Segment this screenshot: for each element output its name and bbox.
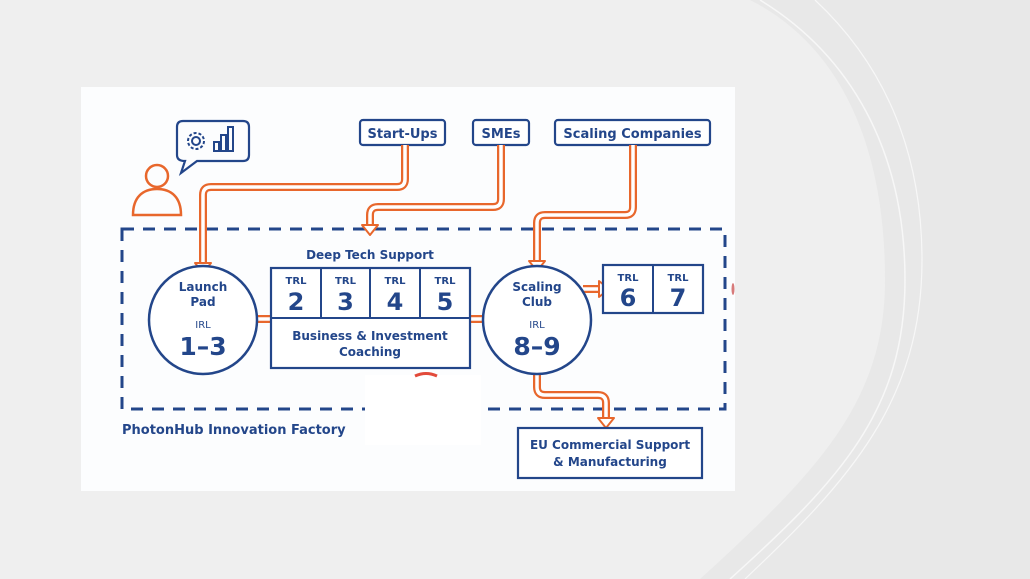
source-smes: SMEs — [471, 118, 531, 147]
scaling-club-node: Scaling Club IRL 8–9 — [481, 264, 593, 376]
trl-value: 2 — [288, 288, 305, 316]
eu-support-box: EU Commercial Support & Manufacturing — [516, 426, 704, 480]
launch-pad-level-label: IRL — [195, 320, 211, 331]
eu-support-label: & Manufacturing — [553, 455, 667, 469]
coaching-label: Coaching — [339, 345, 401, 359]
coaching-label: Business & Investment — [292, 329, 448, 343]
arrow-scaling-companies-to-scaling-club — [528, 145, 637, 272]
launch-pad-node: Launch Pad IRL 1–3 — [147, 264, 259, 376]
scaling-club-title: Club — [522, 295, 552, 309]
scaling-club-title: Scaling — [512, 280, 561, 294]
decorative-curve-inner — [729, 0, 906, 579]
source-label: Start-Ups — [368, 127, 438, 142]
user-icon — [131, 163, 183, 217]
trl-6-7-block: TRL 6 TRL 7 — [601, 263, 705, 315]
scaling-club-level-range: 8–9 — [513, 332, 560, 361]
eu-support-label: EU Commercial Support — [530, 438, 690, 452]
decorative-curve-outer — [744, 0, 923, 579]
launch-pad-title: Launch — [179, 280, 228, 294]
innovation-factory-diagram: Start-Ups SMEs Scaling Companies — [81, 87, 735, 491]
speech-bubble-icon — [175, 119, 251, 176]
trl-value: 3 — [337, 288, 354, 316]
trl-label: TRL — [286, 276, 308, 287]
bar-chart-icon — [213, 126, 234, 152]
trl-label: TRL — [335, 276, 357, 287]
source-start-ups: Start-Ups — [358, 118, 447, 147]
trl-value: 5 — [437, 288, 454, 316]
red-artifact — [414, 372, 438, 378]
factory-boundary — [120, 227, 727, 411]
launch-pad-level-range: 1–3 — [179, 332, 226, 361]
gear-icon — [187, 132, 205, 150]
source-label: Scaling Companies — [563, 127, 701, 142]
trl-cell: TRL 3 — [335, 276, 357, 316]
trl-cell: TRL 2 — [286, 276, 308, 316]
trl-label: TRL — [435, 276, 457, 287]
trl-cell: TRL 4 — [385, 276, 407, 316]
trl-value: 6 — [620, 284, 637, 312]
deep-tech-block: TRL 2 TRL 3 TRL 4 TRL 5 Business & Inves… — [269, 266, 472, 370]
trl-cell: TRL 7 — [668, 273, 690, 312]
trl-cell: TRL 5 — [435, 276, 457, 316]
arrow-scaling-club-to-eu-support — [533, 374, 615, 429]
factory-label: PhotonHub Innovation Factory — [122, 423, 346, 438]
source-scaling-companies: Scaling Companies — [553, 118, 712, 147]
edge-artifact — [731, 283, 735, 295]
occlusion-patch — [365, 375, 481, 445]
trl-value: 7 — [670, 284, 687, 312]
trl-label: TRL — [618, 273, 640, 284]
source-label: SMEs — [482, 127, 521, 142]
trl-cell: TRL 6 — [618, 273, 640, 312]
launch-pad-title: Pad — [190, 295, 215, 309]
scaling-club-level-label: IRL — [529, 320, 545, 331]
trl-label: TRL — [385, 276, 407, 287]
deep-tech-title: Deep Tech Support — [306, 248, 434, 262]
trl-label: TRL — [668, 273, 690, 284]
trl-value: 4 — [387, 288, 404, 316]
arrow-smes-to-deep-tech — [361, 145, 505, 236]
